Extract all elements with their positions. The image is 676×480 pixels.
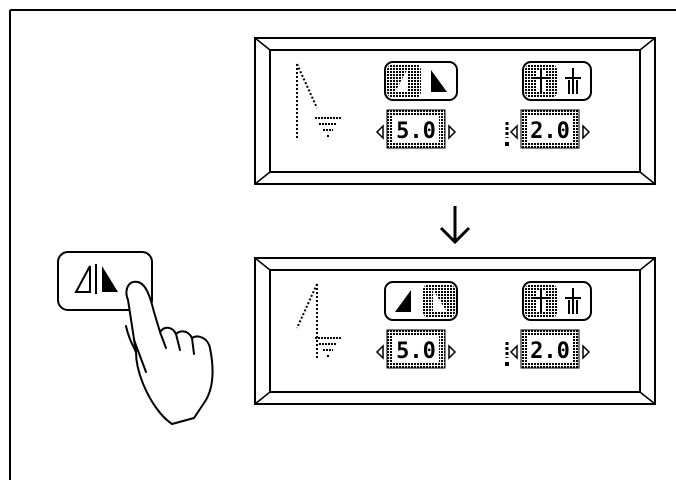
needle-icon [565, 68, 581, 94]
stitch-length-value-after: 2.0 [530, 339, 570, 364]
mirror-left-icon [395, 290, 411, 312]
stitch-width-display-after: 5.0 [377, 330, 455, 368]
mirror-toggle-before [385, 62, 457, 100]
tension-icon [315, 338, 341, 356]
stitch-width-value-before: 5.0 [396, 119, 436, 144]
needle-icon [565, 288, 581, 314]
stitch-pattern-mirrored-icon [297, 284, 317, 358]
stitch-length-value-before: 2.0 [530, 119, 570, 144]
stitch-length-display-before: 2.0 [505, 110, 589, 148]
stitch-width-display-before: 5.0 [377, 110, 455, 148]
pressing-hand-icon [126, 282, 213, 424]
mirror-right-icon [431, 70, 447, 92]
needle-position-toggle-after [523, 282, 591, 320]
needle-position-toggle-before [523, 62, 591, 100]
tension-icon [315, 118, 341, 136]
down-arrow-icon [441, 206, 469, 242]
stitch-pattern-icon [297, 64, 317, 138]
mirror-toggle-after [385, 282, 457, 320]
stitch-length-display-after: 2.0 [505, 330, 589, 368]
lcd-panel-before: 5.0 2.0 [255, 38, 655, 184]
lcd-panel-after: 5.0 2.0 [255, 258, 655, 404]
stitch-width-value-after: 5.0 [396, 339, 436, 364]
